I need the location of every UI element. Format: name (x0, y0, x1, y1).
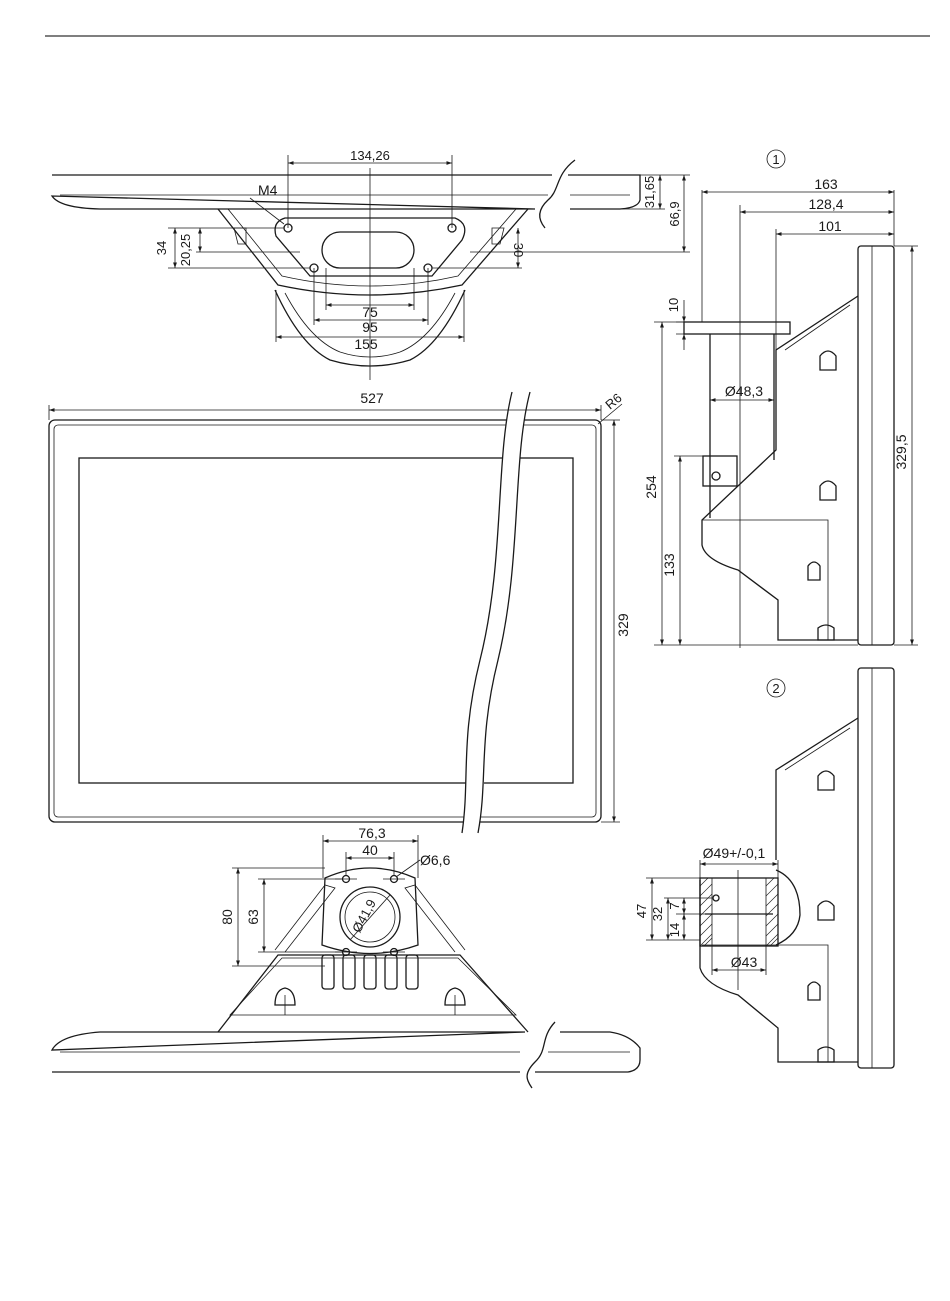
top-view-slot (322, 232, 414, 268)
front-view: 527 R6 329 (49, 390, 631, 833)
view-2-marker: 2 (772, 681, 779, 696)
dim-bottom-height-inner: 63 (245, 909, 261, 925)
dim-side-1-height-overall: 329,5 (893, 434, 909, 469)
dim-side-2-height-d: 14 (667, 923, 682, 937)
top-view: 134,26 M4 31,65 66,9 34 20,25 30 75 95 (52, 148, 690, 380)
dim-side-1-depth-mid: 128,4 (808, 196, 843, 212)
side-view-2: 2 Ø49+/-0,1 Ø43 (634, 668, 894, 1068)
side-2-clamps (808, 771, 834, 1062)
dim-top-depth-a: 34 (154, 241, 169, 255)
dim-side-1-depth-total: 163 (814, 176, 838, 192)
bottom-view-break-line (527, 1022, 555, 1088)
dim-bottom-height-outer: 80 (219, 909, 235, 925)
view-1-marker: 1 (772, 152, 779, 167)
dim-side-1-tube-diameter: Ø48,3 (725, 383, 763, 399)
dim-bottom-width-inner: 40 (362, 842, 378, 858)
dim-side-2-height-c: 7 (667, 902, 682, 909)
dim-side-2-bore-diameter: Ø43 (731, 954, 758, 970)
dim-side-1-height-lower: 133 (661, 553, 677, 577)
dim-top-depth-b: 20,25 (178, 234, 193, 267)
dim-top-width-inner: 75 (362, 304, 378, 320)
dim-top-height-b: 66,9 (667, 201, 682, 226)
dim-side-2-tube-diameter: Ø49+/-0,1 (703, 845, 766, 861)
bottom-view: 76,3 40 Ø6,6 Ø41,9 80 63 (52, 825, 640, 1088)
dim-top-hole-spacing: 134,26 (350, 148, 390, 163)
side-1-tube (710, 334, 774, 518)
side-2-panel (858, 668, 894, 1068)
dim-side-1-flange-thickness: 10 (666, 298, 681, 312)
dim-bottom-bore-diameter: Ø41,9 (349, 897, 379, 935)
dim-side-1-height-tube: 254 (643, 475, 659, 499)
side-1-flange (684, 322, 790, 334)
dim-top-height-a: 31,65 (642, 176, 657, 209)
dim-front-width: 527 (360, 390, 384, 406)
dim-top-width-outer: 155 (354, 336, 378, 352)
bottom-view-cooling-fins (322, 955, 418, 989)
dim-top-width-mid: 95 (362, 319, 378, 335)
dim-bottom-width-outer: 76,3 (358, 825, 385, 841)
bottom-view-bracket (218, 955, 528, 1032)
side-2-housing (700, 718, 858, 1062)
side-1-panel (858, 246, 894, 645)
dim-top-depth-c: 30 (511, 243, 526, 257)
side-1-housing (702, 296, 858, 640)
side-1-clamps (808, 351, 836, 640)
dim-side-2-height-b: 32 (650, 907, 665, 921)
dim-top-thread: M4 (258, 182, 278, 198)
dim-front-radius: R6 (602, 390, 624, 412)
top-view-panel-edge (52, 175, 640, 209)
top-view-break-line (540, 160, 575, 228)
dim-front-height: 329 (615, 613, 631, 637)
dim-side-1-depth-inner: 101 (818, 218, 842, 234)
dim-bottom-hole-diameter: Ø6,6 (420, 852, 451, 868)
dim-side-2-height-a: 47 (634, 904, 649, 918)
